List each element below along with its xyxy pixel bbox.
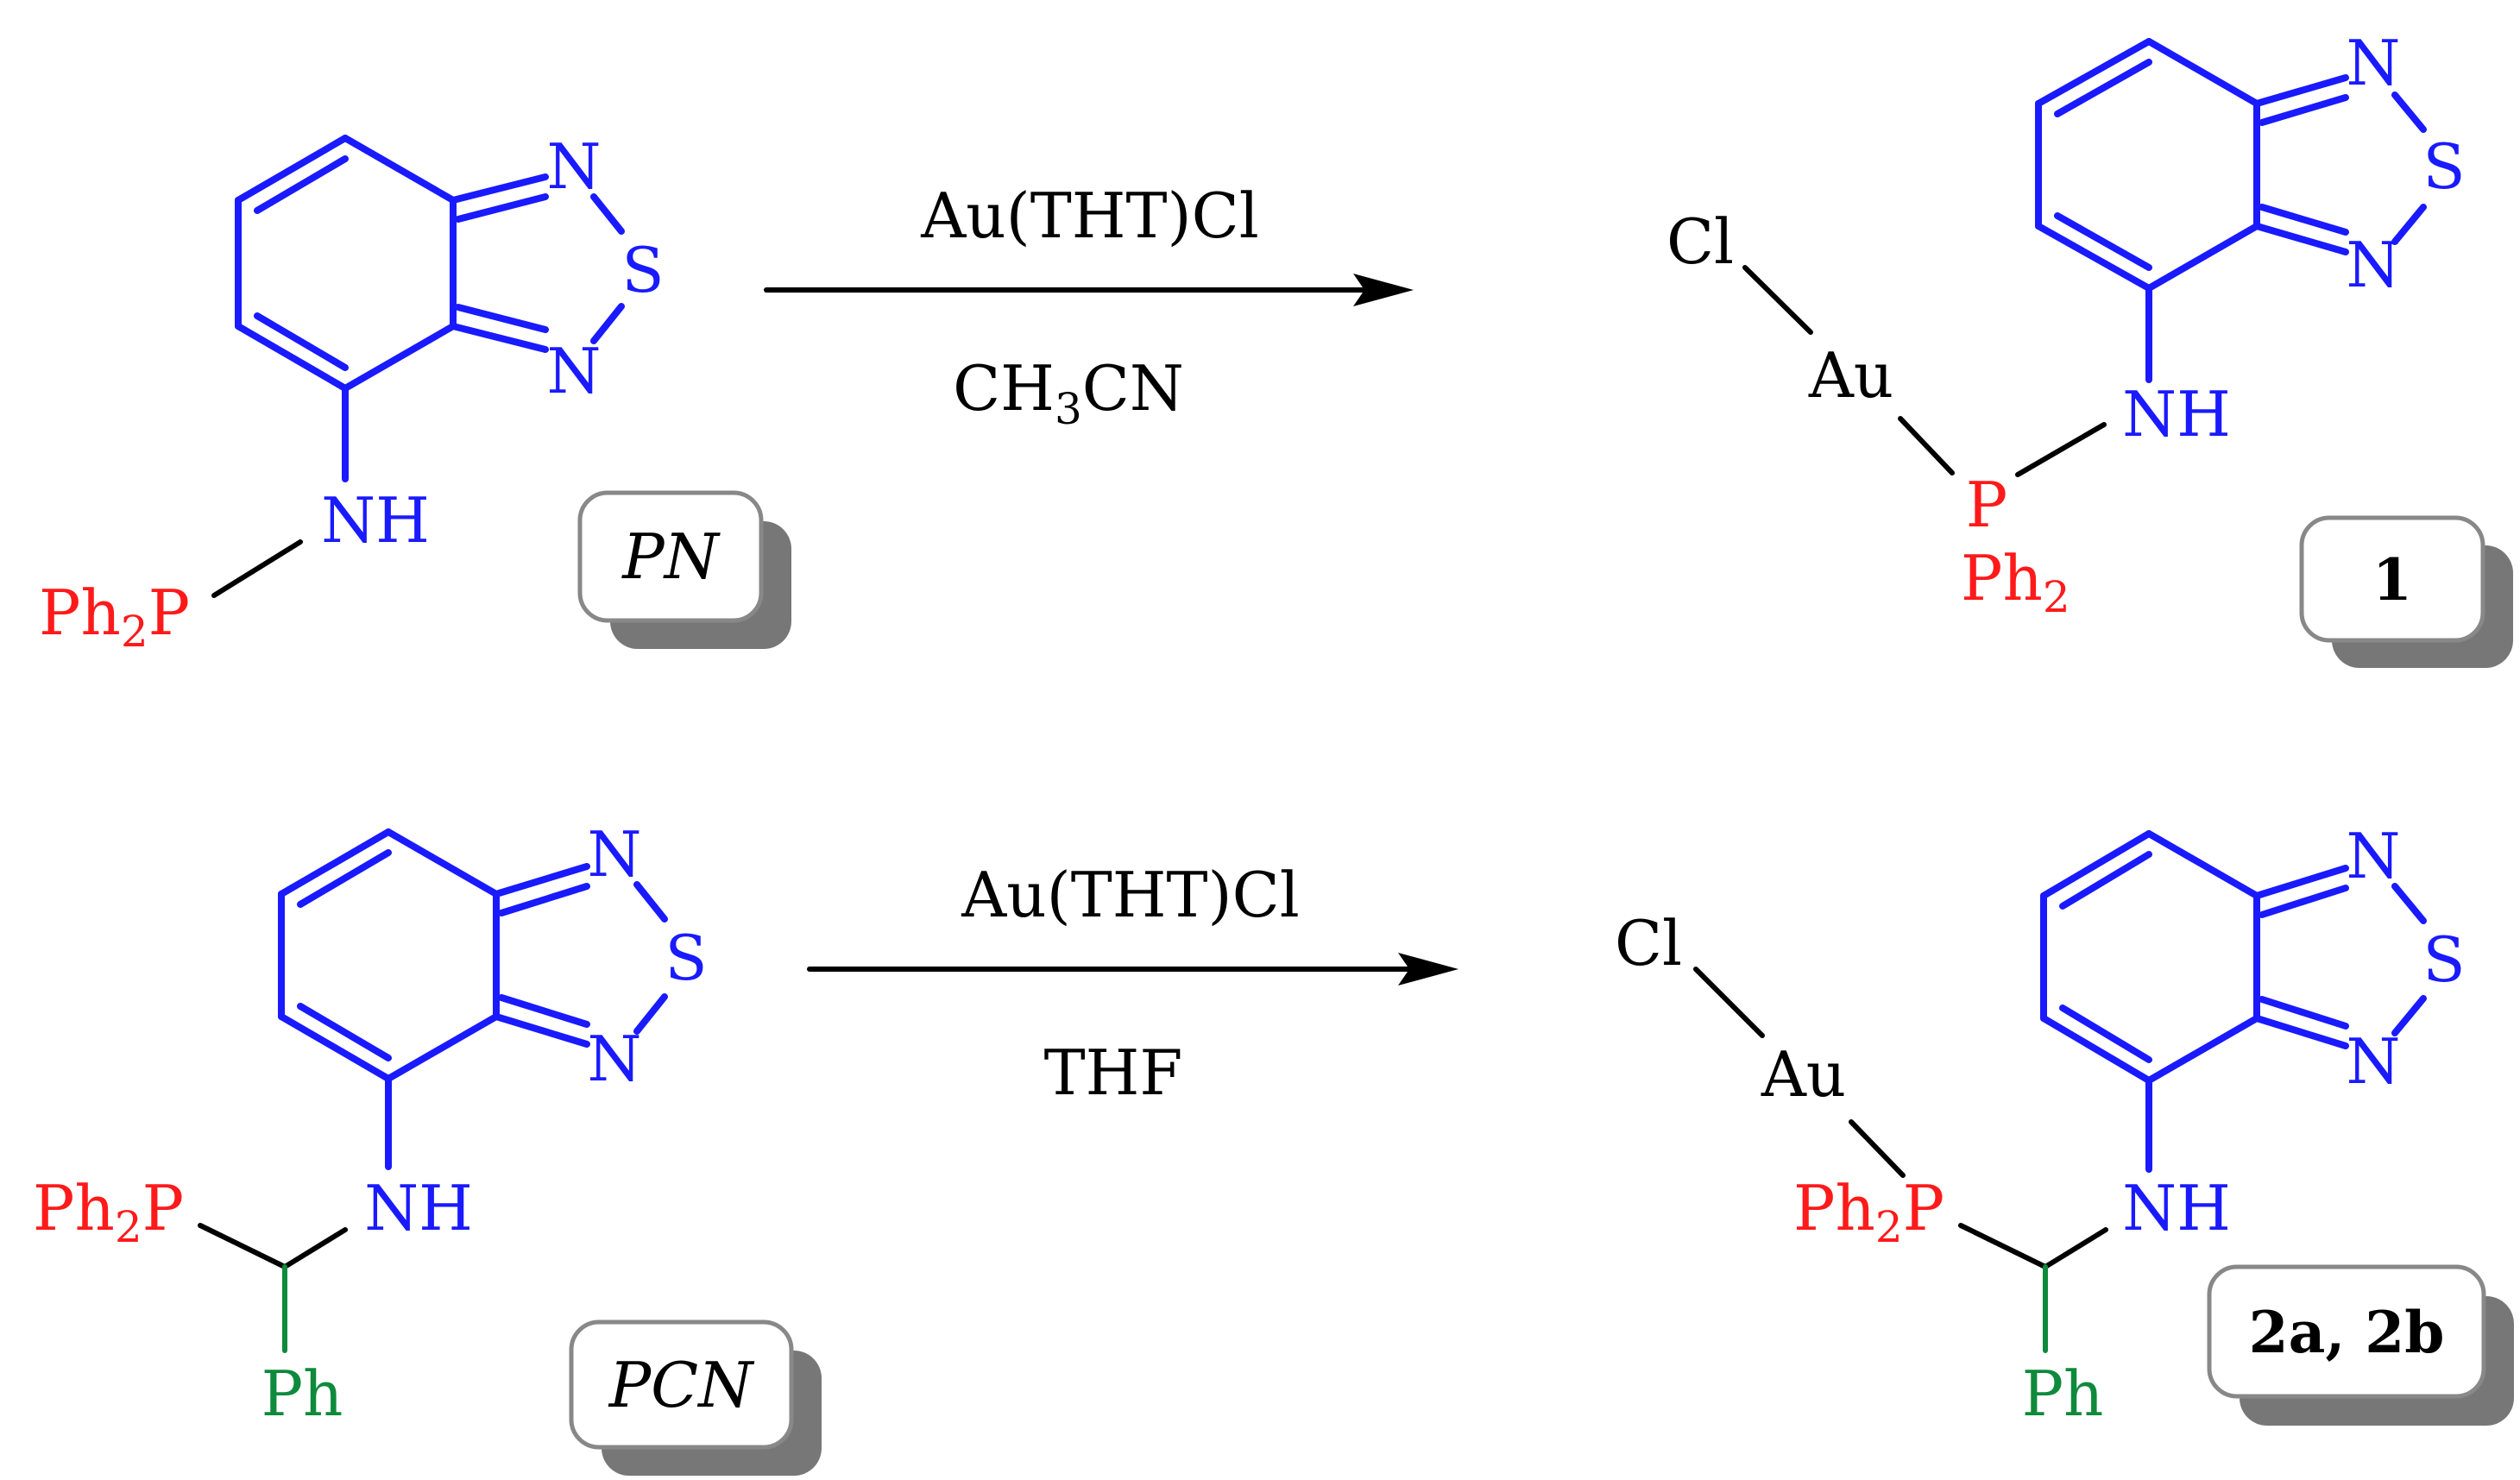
product1-atom-n-bottom: N — [2347, 229, 2401, 301]
product1-complex: N S N NH Cl Au P Ph2 — [1666, 27, 2466, 622]
pn-atom-s: S — [621, 234, 664, 306]
product1-label-box: 1 — [2299, 515, 2513, 668]
product2-atom-au: Au — [1761, 1038, 1846, 1111]
pn-p-n-bond — [211, 539, 303, 598]
pn-benzothiadiazole-bonds — [235, 135, 625, 482]
pcn-atom-n-top: N — [588, 818, 642, 891]
pcn-label-box: PCN — [569, 1319, 822, 1476]
pn-atom-nh: NH — [321, 484, 430, 557]
product1-atom-s: S — [2422, 130, 2465, 203]
product1-p-n-bond — [2015, 422, 2107, 477]
product2-benzothiadiazole-bonds — [2040, 830, 2427, 1173]
product2-atom-nh: NH — [2122, 1172, 2231, 1244]
pcn-label: PCN — [608, 1349, 756, 1421]
pcn-atom-ph: Ph — [261, 1357, 343, 1430]
product2-atom-cl: Cl — [1615, 907, 1682, 979]
pcn-c-n-bond — [282, 1227, 348, 1269]
pcn-atom-n-bottom: N — [588, 1023, 642, 1095]
pcn-atom-s: S — [665, 922, 707, 994]
product1-atom-au: Au — [1808, 339, 1893, 412]
product1-au-p-bond — [1898, 416, 1955, 475]
product2-atom-n-top: N — [2347, 820, 2401, 892]
product1-atom-ph2: Ph2 — [1961, 542, 2070, 622]
pcn-ligand: N S N NH Ph2P Ph — [33, 818, 708, 1430]
product1-benzothiadiazole-bonds — [2035, 38, 2427, 383]
pn-ligand: N S N NH Ph2P — [39, 130, 665, 657]
product2-atom-ph2p: Ph2P — [1793, 1172, 1944, 1252]
product2-au-p-bond — [1849, 1119, 1906, 1178]
reaction2-reagent: Au(THT)Cl — [961, 859, 1300, 931]
pcn-atom-ph2p: Ph2P — [33, 1172, 184, 1252]
pcn-benzothiadiazole-bonds — [278, 828, 668, 1170]
product1-cl-au-bond — [1742, 265, 1813, 335]
reaction2-solvent: THF — [1044, 1036, 1183, 1109]
pn-atom-n-bottom: N — [547, 335, 602, 407]
pn-atom-ph2p: Ph2P — [39, 576, 190, 657]
pn-label: PN — [621, 520, 721, 593]
product1-atom-nh: NH — [2122, 378, 2231, 450]
pn-atom-n-top: N — [547, 130, 602, 203]
product2-label-box: 2a, 2b — [2207, 1264, 2514, 1426]
reaction1-reagent: Au(THT)Cl — [920, 179, 1259, 252]
pcn-p-c-bond — [198, 1223, 287, 1269]
product2-atom-n-bottom: N — [2347, 1025, 2401, 1098]
pn-label-box: PN — [577, 490, 791, 649]
product2-p-c-bond — [1958, 1223, 2048, 1269]
product2-atom-s: S — [2422, 923, 2465, 996]
product1-label: 1 — [2372, 546, 2412, 614]
product2-label: 2a, 2b — [2249, 1299, 2445, 1366]
product2-cl-au-bond — [1693, 967, 1765, 1038]
product2-atom-ph: Ph — [2022, 1357, 2104, 1430]
product2-complex: N S N NH Cl Au Ph2P Ph — [1615, 820, 2466, 1430]
product2-c-n-bond — [2043, 1227, 2108, 1269]
product1-atom-p: P — [1966, 469, 2007, 541]
product1-atom-cl: Cl — [1666, 205, 1734, 278]
reaction1-arrow — [764, 274, 1414, 306]
pcn-atom-nh: NH — [364, 1172, 473, 1244]
product1-atom-n-top: N — [2347, 27, 2401, 99]
reaction1-solvent: CH3CN — [953, 352, 1184, 434]
reaction2-arrow — [807, 953, 1458, 986]
